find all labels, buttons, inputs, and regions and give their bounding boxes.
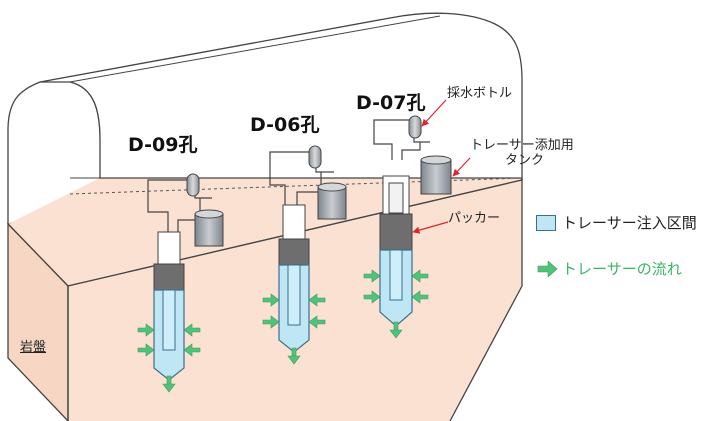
tunnel-floor-line [7,130,100,224]
tank-d09 [194,213,224,247]
legend-flow-label: トレーサーの流れ [562,260,682,278]
legend-flow-arrow-icon [537,260,558,277]
flow-arrow [262,293,280,307]
tank-d06 [317,186,347,220]
borehole-label-d06: D-06孔 [250,114,320,136]
rock-label: 岩盤 [20,340,47,355]
pipe-d09 [147,179,212,232]
flow-arrow [262,315,280,329]
packer-d09 [153,263,185,291]
bottle-d07 [408,115,422,139]
packer-d07 [379,213,413,251]
borehole-d09 [147,173,224,381]
flow-arrow [363,269,381,283]
legend-tracer-flow: トレーサーの流れ [536,258,682,279]
callout-tracer-tank-line1: トレーサー添加用 [470,138,574,153]
flow-arrow [411,290,429,304]
borehole-label-d09: D-09孔 [128,134,198,156]
flow-arrow [183,323,201,337]
flow-arrow [137,323,155,337]
casing-d06 [282,204,306,240]
callout-arrow-packer [412,221,449,234]
callout-packer: パッカー [448,211,501,226]
legend-injection-label: トレーサー注入区間 [562,214,697,232]
flow-arrow [308,293,326,307]
flow-arrow [363,290,381,304]
pipe-d07 [373,119,430,160]
legend-injection-swatch [536,214,556,231]
flow-arrows [137,269,429,393]
borehole-label-d07: D-07孔 [356,92,426,114]
flow-arrow [137,343,155,357]
rock-left-face [7,222,69,421]
borehole-d06 [269,145,347,353]
flow-arrow [389,321,403,339]
callout-arrow-bottle [421,99,447,127]
flow-arrow [411,269,429,283]
tunnel-roof [39,12,523,180]
bottle-d09 [186,173,200,197]
tunnel-back-edge [69,15,441,83]
packer-d06 [278,238,310,266]
pipe-d06 [269,151,334,205]
flow-arrow [287,347,301,365]
callout-arrows [412,99,471,234]
tunnel [7,12,523,224]
callout-tracer-tank-line2: タンク [505,153,545,168]
tank-d07 [420,159,452,195]
casing-d09 [157,231,181,265]
flow-arrow [308,315,326,329]
tunnel-roof-inner [69,81,101,141]
flow-arrow [162,375,176,393]
legend-injection-section: トレーサー注入区間 [536,212,697,233]
callout-arrow-tank [452,157,471,177]
flow-arrow [183,343,201,357]
borehole-d07 [373,115,452,327]
callout-sampling-bottle: 採水ボトル [447,86,513,101]
bottle-d06 [308,145,322,169]
